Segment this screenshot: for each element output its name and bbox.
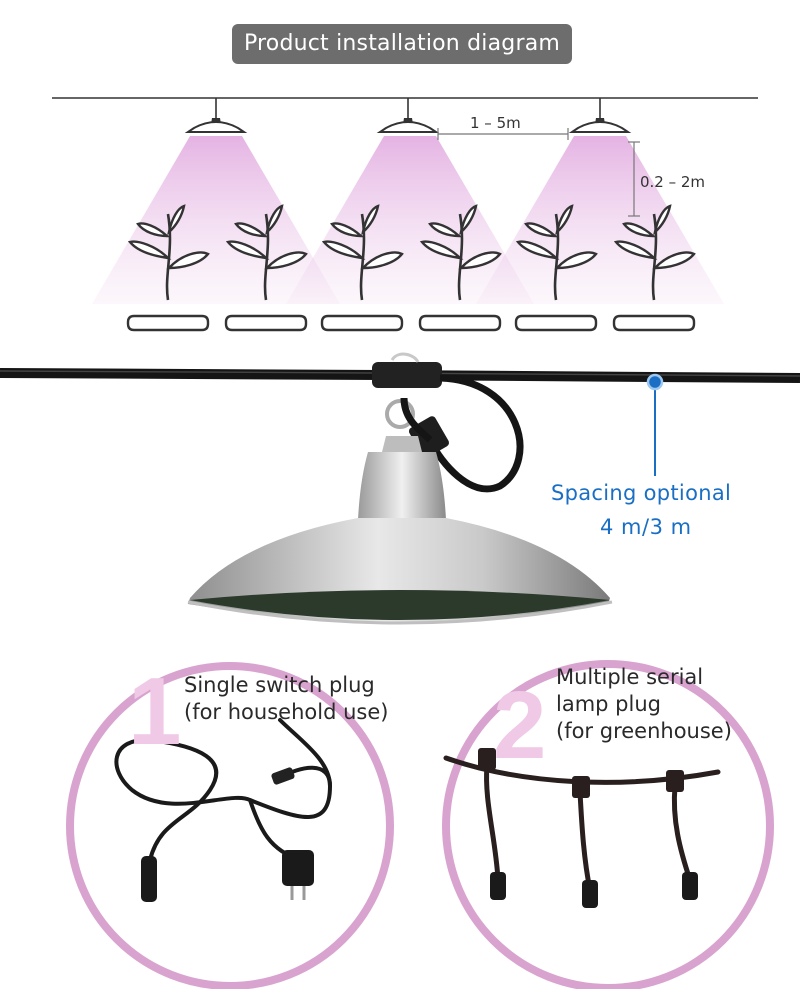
light-beam-3 (476, 136, 724, 304)
option-2-description: Multiple serial lamp plug (for greenhous… (556, 664, 732, 745)
lamp-1-icon (187, 97, 245, 133)
option-1-circle (66, 662, 394, 989)
connector-end-1 (490, 872, 506, 900)
option-1-description: Single switch plug (for household use) (184, 672, 388, 726)
lamp-shade-inner (190, 590, 610, 620)
hook-ring (385, 399, 415, 429)
option-2-line: lamp plug (556, 692, 661, 716)
vertical-dimension-label: 0.2 – 2m (640, 173, 706, 191)
connector-end-2 (582, 880, 598, 908)
option-1-line: Single switch plug (184, 673, 375, 697)
spacing-label: Spacing optional (551, 481, 732, 505)
spacing-value: 4 m/3 m (600, 515, 692, 539)
lamp-3-icon (571, 97, 629, 133)
connector-end-3 (682, 872, 698, 900)
horizontal-dimension (437, 128, 569, 140)
option-1-number: 1 (128, 658, 182, 765)
vertical-dimension (628, 141, 640, 217)
option-2-circle (442, 660, 774, 989)
option-1-line: (for household use) (184, 700, 389, 724)
power-plug-icon (282, 850, 314, 886)
female-connector (141, 856, 157, 902)
page-title: Product installation diagram (232, 24, 572, 64)
horizontal-dimension-label: 1 – 5m (470, 114, 521, 132)
option-2-line: Multiple serial (556, 665, 704, 689)
option-2-line: (for greenhouse) (556, 719, 732, 743)
drop-cord (428, 374, 524, 493)
option-2-number: 2 (493, 672, 547, 779)
spacing-marker-icon (646, 373, 664, 391)
cable-clip (372, 362, 442, 388)
lamp-2-icon (379, 97, 437, 133)
lamp-neck (358, 452, 446, 520)
